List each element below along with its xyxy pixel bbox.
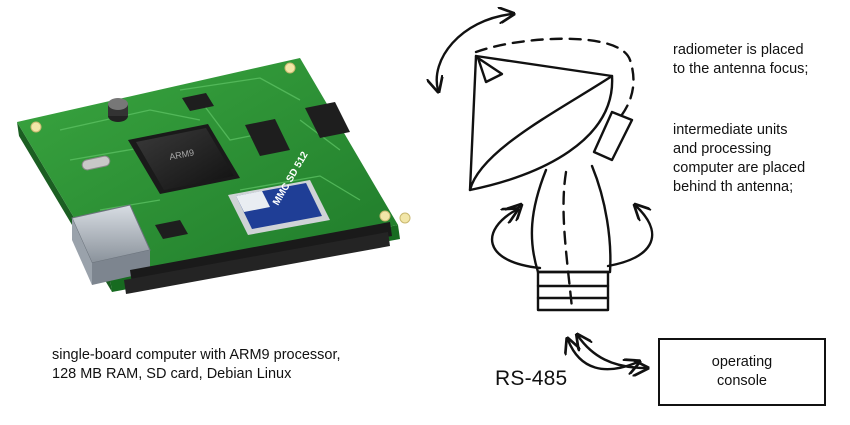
caption-line: 128 MB RAM, SD card, Debian Linux bbox=[52, 366, 292, 382]
signal-path-dashed bbox=[474, 37, 635, 122]
azimuth-rotation-arrow bbox=[490, 210, 654, 270]
note-line: intermediate units bbox=[673, 122, 788, 138]
console-line: console bbox=[717, 373, 767, 389]
rs485-link-arrow bbox=[578, 336, 646, 368]
dish-rim bbox=[468, 74, 614, 192]
note-line: to the antenna focus; bbox=[673, 61, 809, 77]
antenna-tower bbox=[530, 164, 612, 274]
rs485-link-arrow bbox=[568, 340, 638, 369]
radiometer-note: radiometer is placed to the antenna focu… bbox=[673, 41, 808, 79]
ethernet-jack bbox=[71, 204, 151, 285]
antenna-base bbox=[536, 270, 610, 312]
console-line: operating bbox=[711, 354, 773, 370]
ram-chip bbox=[305, 102, 350, 138]
note-line: behind th antenna; bbox=[673, 179, 794, 195]
elevation-rotation-arrow bbox=[437, 14, 512, 90]
arm9-processor-chip: ARM9 bbox=[128, 124, 240, 194]
note-line: computer are placed bbox=[673, 160, 806, 176]
crystal bbox=[81, 155, 111, 171]
operating-console-box: operating console bbox=[658, 338, 826, 406]
ram-chip bbox=[245, 119, 290, 156]
pin-header bbox=[124, 222, 392, 294]
radiometer-icon bbox=[476, 56, 504, 84]
note-line: and processing bbox=[673, 141, 772, 157]
capacitor bbox=[108, 98, 128, 122]
dish-edge-lower bbox=[468, 54, 478, 192]
board-caption: single-board computer with ARM9 processo… bbox=[52, 346, 341, 384]
processing-unit-box bbox=[592, 110, 634, 162]
caption-line: single-board computer with ARM9 processo… bbox=[52, 347, 341, 363]
small-chip bbox=[182, 93, 214, 111]
rs485-label: RS-485 bbox=[495, 367, 568, 390]
processing-note: intermediate units and processing comput… bbox=[673, 121, 805, 197]
small-chip bbox=[155, 220, 188, 239]
svg-text:ARM9: ARM9 bbox=[168, 147, 194, 162]
note-line: radiometer is placed bbox=[673, 42, 804, 58]
cable-dashed bbox=[562, 170, 574, 310]
dish-edge-upper bbox=[474, 54, 614, 78]
